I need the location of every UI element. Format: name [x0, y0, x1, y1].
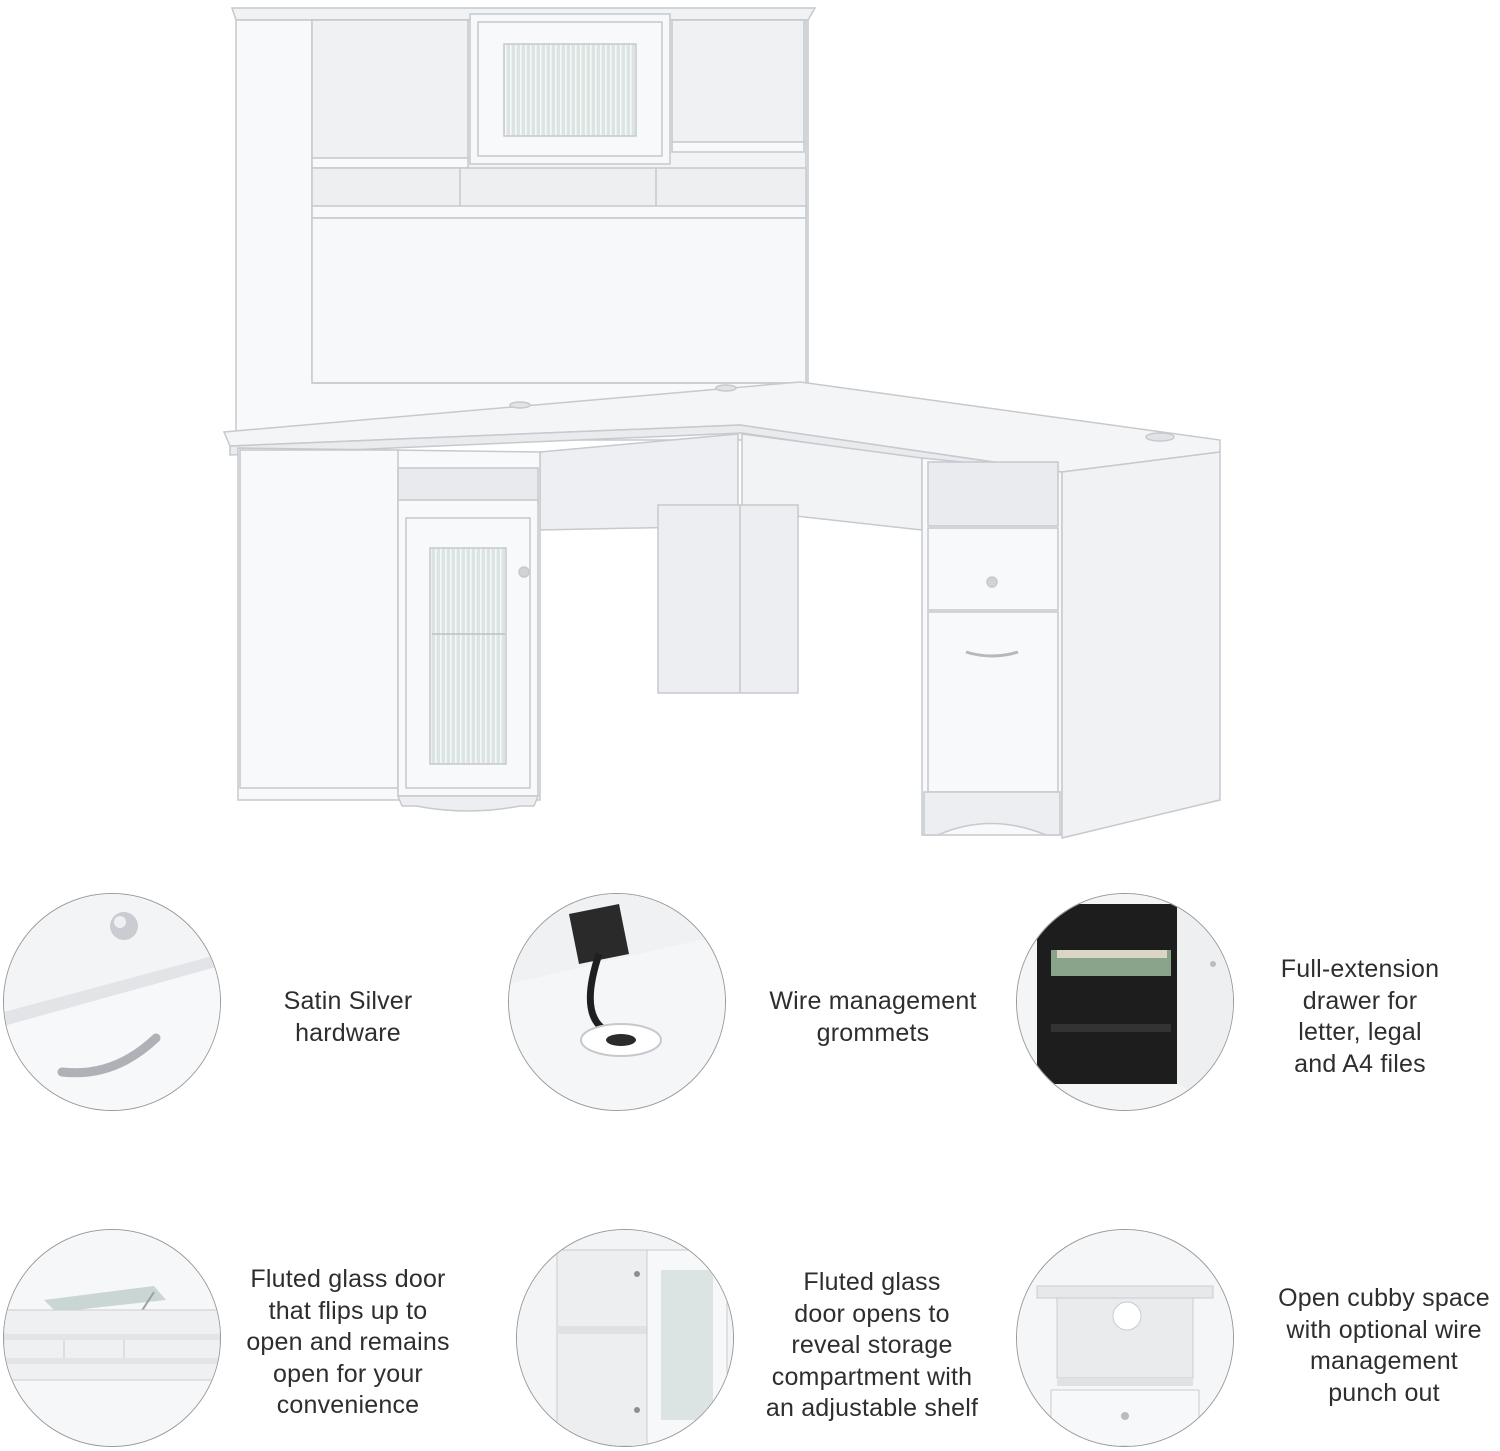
caption-line: and A4 files [1294, 1049, 1426, 1078]
caption-line: hardware [295, 1018, 401, 1047]
caption-line: Fluted glass [803, 1268, 941, 1296]
caption-line: Satin Silver [283, 987, 413, 1015]
open-file-drawer-icon [1017, 894, 1233, 1110]
wire-grommet-with-cable-icon [509, 894, 725, 1110]
desk-product-image [222, 7, 1221, 839]
caption-line: door opens to [794, 1299, 950, 1328]
caption-line: compartment with [771, 1362, 973, 1391]
caption-line: open for your [273, 1359, 423, 1388]
hutch-flip-up-door-icon [4, 1230, 220, 1446]
caption-line: that flips up to [268, 1296, 428, 1325]
satin-silver-knob-and-pull-icon [4, 894, 220, 1110]
caption-line: an adjustable shelf [765, 1394, 979, 1422]
open-cubby-punch-out-icon [1017, 1230, 1233, 1446]
open-cabinet-door-shelf-icon [517, 1230, 733, 1446]
caption-line: with optional wire [1286, 1315, 1482, 1344]
caption-line: drawer for [1302, 986, 1418, 1015]
caption-line: letter, legal [1298, 1018, 1422, 1046]
caption-line: convenience [276, 1391, 420, 1419]
caption-line: punch out [1328, 1378, 1440, 1407]
caption-line: open and remains [246, 1328, 450, 1356]
caption-line: Open cubby space [1278, 1284, 1490, 1312]
caption-line: Full-extension [1280, 955, 1440, 983]
hardware-caption: Satin Silver hardware [240, 986, 456, 1049]
hardware-detail-image [3, 893, 221, 1111]
file-drawer-detail-image [1016, 893, 1234, 1111]
caption-line: Fluted glass door [250, 1265, 446, 1293]
caption-line: reveal storage [791, 1331, 953, 1359]
cabinet-door-caption: Fluted glass door opens to reveal storag… [752, 1267, 992, 1425]
grommets-detail-image [508, 893, 726, 1111]
caption-line: Wire management [769, 987, 977, 1015]
cubby-detail-image [1016, 1229, 1234, 1447]
flip-door-detail-image [3, 1229, 221, 1447]
file-drawer-caption: Full-extension drawer for letter, legal … [1260, 954, 1460, 1080]
flip-door-caption: Fluted glass door that flips up to open … [228, 1264, 468, 1422]
caption-line: management [1310, 1347, 1458, 1375]
cubby-caption: Open cubby space with optional wire mana… [1262, 1283, 1500, 1409]
caption-line: grommets [816, 1018, 930, 1047]
cabinet-door-detail-image [516, 1229, 734, 1447]
grommets-caption: Wire management grommets [748, 986, 998, 1049]
